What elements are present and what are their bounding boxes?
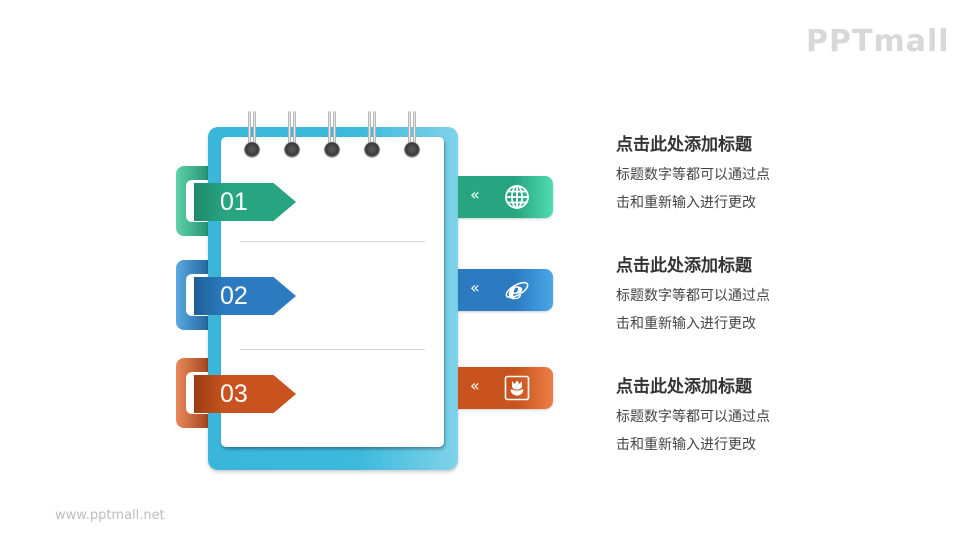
svg-text:e: e — [508, 277, 523, 303]
spiral-ring — [404, 111, 420, 161]
item-desc-line[interactable]: 击和重新输入进行更改 — [616, 195, 756, 211]
text-block-01: 点击此处添加标题 标题数字等都可以通过点击和重新输入进行更改 — [616, 133, 876, 217]
item-title[interactable]: 点击此处添加标题 — [616, 256, 752, 276]
item-desc-line[interactable]: 标题数字等都可以通过点 — [616, 167, 770, 183]
globe-icon — [505, 185, 529, 209]
number-flag-03: 03 — [176, 358, 296, 428]
text-block-02: 点击此处添加标题 标题数字等都可以通过点击和重新输入进行更改 — [616, 254, 876, 338]
spiral-ring — [324, 111, 340, 161]
spiral-ring — [284, 111, 300, 161]
footer-url: www.pptmall.net — [55, 508, 165, 523]
pptmall-logo: PPTmall — [806, 24, 950, 59]
internet-explorer-icon: e — [505, 277, 529, 303]
number-flag-02: 02 — [176, 260, 296, 330]
icon-tab-02: « e — [458, 269, 553, 311]
divider-line — [240, 241, 425, 242]
spiral-ring — [364, 111, 380, 161]
item-title[interactable]: 点击此处添加标题 — [616, 377, 752, 397]
double-chevron-left-icon: « — [470, 376, 480, 395]
double-chevron-left-icon: « — [470, 278, 480, 297]
number-label: 01 — [220, 188, 248, 216]
item-desc-line[interactable]: 击和重新输入进行更改 — [616, 437, 756, 453]
icon-tab-01: « — [458, 176, 553, 218]
item-title[interactable]: 点击此处添加标题 — [616, 135, 752, 155]
icon-tab-03: « — [458, 367, 553, 409]
double-chevron-left-icon: « — [470, 185, 480, 204]
number-label: 03 — [220, 380, 248, 408]
text-block-03: 点击此处添加标题 标题数字等都可以通过点击和重新输入进行更改 — [616, 375, 876, 459]
number-flag-01: 01 — [176, 166, 296, 236]
tulip-icon — [504, 375, 530, 401]
number-label: 02 — [220, 282, 248, 310]
spiral-ring — [244, 111, 260, 161]
divider-line — [240, 349, 425, 350]
item-desc-line[interactable]: 标题数字等都可以通过点 — [616, 409, 770, 425]
item-desc-line[interactable]: 标题数字等都可以通过点 — [616, 288, 770, 304]
item-desc-line[interactable]: 击和重新输入进行更改 — [616, 316, 756, 332]
